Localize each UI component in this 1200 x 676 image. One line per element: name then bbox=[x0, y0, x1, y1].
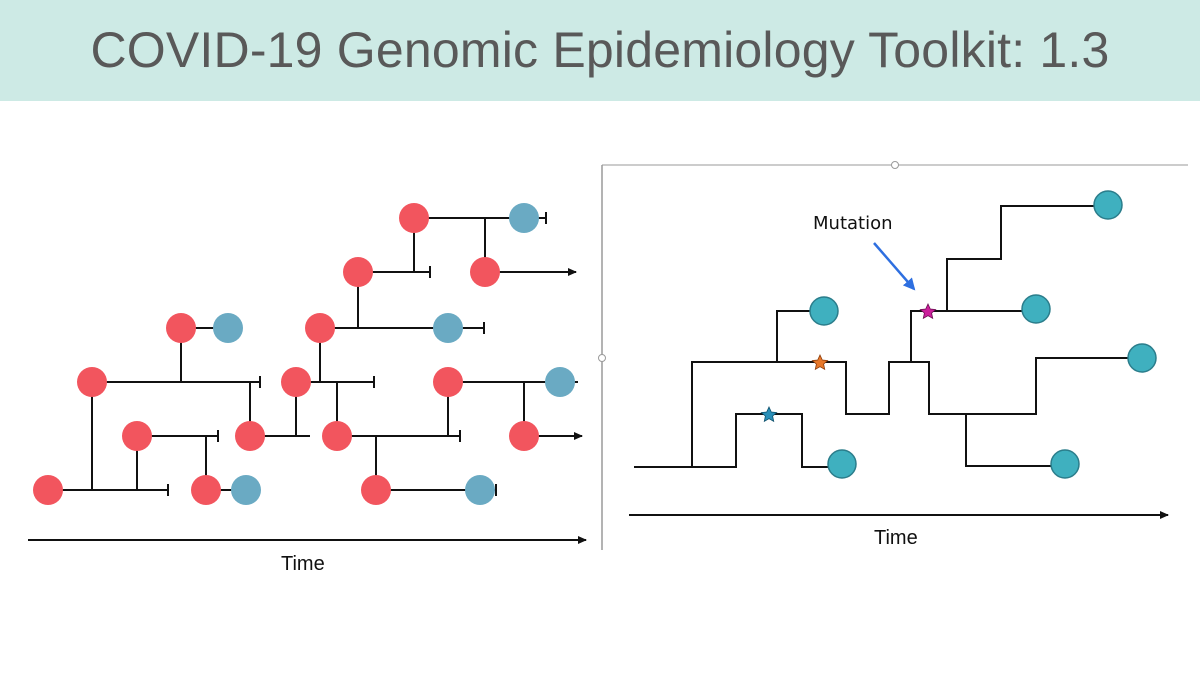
sampled-node bbox=[433, 313, 463, 343]
infected-node bbox=[122, 421, 152, 451]
sampled-node bbox=[465, 475, 495, 505]
frame-handle bbox=[891, 161, 899, 169]
title-bar: COVID-19 Genomic Epidemiology Toolkit: 1… bbox=[0, 0, 1200, 101]
infected-node bbox=[77, 367, 107, 397]
transmission-diagram: Time bbox=[28, 203, 587, 575]
infected-node bbox=[343, 257, 373, 287]
tip-node bbox=[827, 449, 857, 479]
tip-node bbox=[1021, 294, 1051, 324]
sampled-node bbox=[545, 367, 575, 397]
mutation-star bbox=[760, 406, 778, 423]
phylogeny-diagram: Mutation Time bbox=[598, 161, 1188, 550]
tip-node bbox=[1127, 343, 1157, 373]
sampled-node bbox=[213, 313, 243, 343]
sampled-node bbox=[231, 475, 261, 505]
infected-node bbox=[166, 313, 196, 343]
page-title: COVID-19 Genomic Epidemiology Toolkit: 1… bbox=[90, 21, 1110, 78]
tip-node bbox=[1050, 449, 1080, 479]
infected-node bbox=[509, 421, 539, 451]
transmission-links bbox=[48, 212, 578, 496]
infected-node bbox=[361, 475, 391, 505]
frame-handle bbox=[598, 354, 606, 362]
infected-node bbox=[399, 203, 429, 233]
sampled-nodes bbox=[213, 203, 575, 505]
sampled-node bbox=[509, 203, 539, 233]
infected-node bbox=[281, 367, 311, 397]
mutation-star bbox=[919, 303, 937, 320]
mutation-star bbox=[811, 354, 829, 371]
tip-nodes bbox=[809, 190, 1157, 479]
infected-node bbox=[470, 257, 500, 287]
infected-node bbox=[235, 421, 265, 451]
infected-nodes bbox=[33, 203, 539, 505]
infected-node bbox=[433, 367, 463, 397]
mutation-pointer-arrow bbox=[873, 242, 916, 291]
infected-node bbox=[305, 313, 335, 343]
infected-node bbox=[322, 421, 352, 451]
mutation-label: Mutation bbox=[813, 213, 893, 234]
tip-node bbox=[1093, 190, 1123, 220]
time-axis-label: Time bbox=[281, 553, 325, 575]
tip-node bbox=[809, 296, 839, 326]
infected-node bbox=[33, 475, 63, 505]
tree-branches bbox=[634, 205, 1142, 468]
time-axis-label: Time bbox=[874, 527, 918, 549]
infected-node bbox=[191, 475, 221, 505]
